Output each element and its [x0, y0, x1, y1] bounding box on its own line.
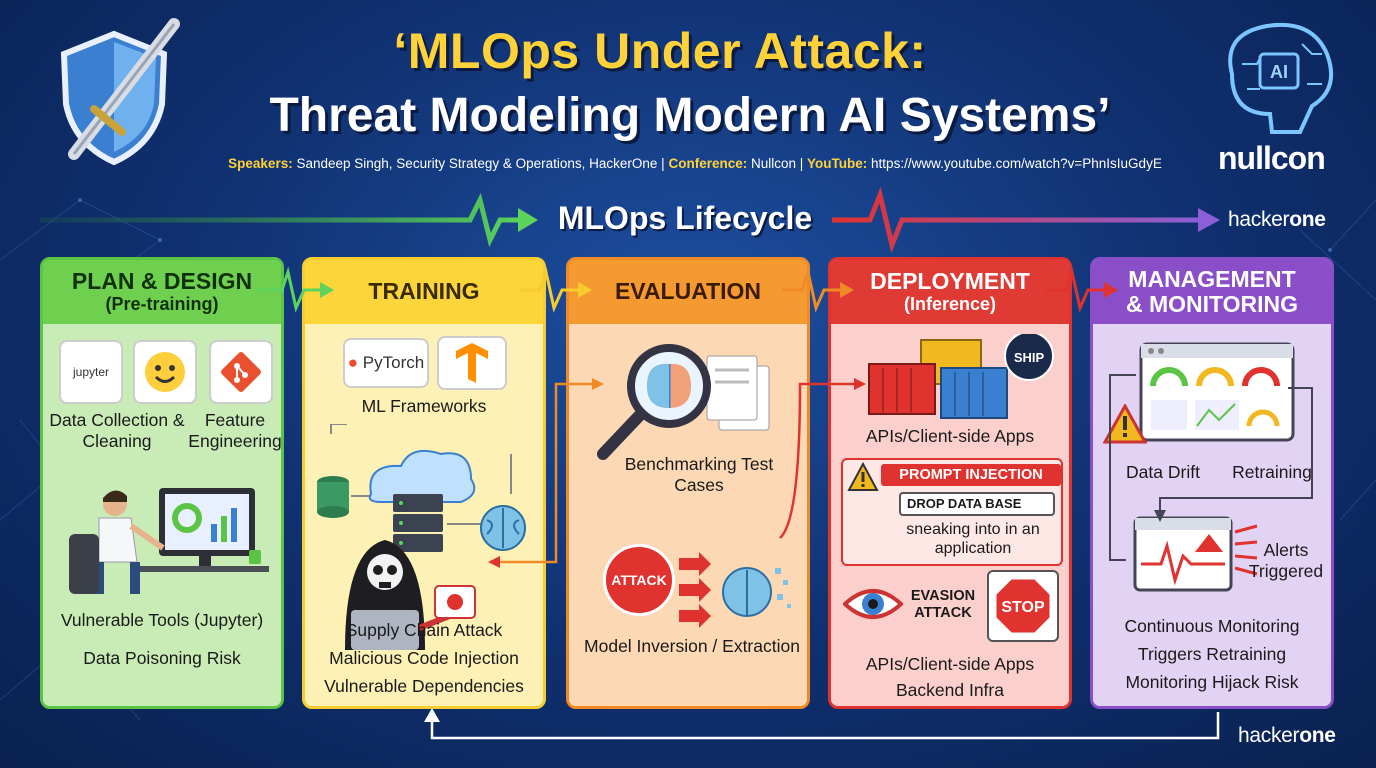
- prompt-injection-title: PROMPT INJECTION: [881, 464, 1061, 486]
- speakers-label: Speakers:: [228, 156, 293, 171]
- title-line-2: Threat Modeling Modern AI Systems’: [269, 89, 1111, 142]
- pytorch-icon: ● PyTorch: [343, 338, 429, 388]
- stage-deployment: DEPLOYMENT (Inference) SHIP APIs/Client-…: [828, 257, 1072, 709]
- hackerone-top-a: hacker: [1228, 208, 1290, 231]
- stage-management-title-2: & MONITORING: [1125, 291, 1299, 317]
- dashboard-icon: [1139, 342, 1295, 442]
- model-inversion-illustration: [679, 552, 791, 628]
- pytorch-label: PyTorch: [362, 353, 425, 372]
- feature-engineering-label: Feature Engineering: [188, 410, 282, 451]
- stage-deployment-subtitle: (Inference): [903, 293, 997, 314]
- stage-management-title-1: MANAGEMENT: [1128, 265, 1296, 292]
- hugging-face-icon: [133, 340, 197, 404]
- speaker-info: Speakers: Sandeep Singh, Security Strate…: [190, 156, 1200, 171]
- evasion-attack-label: EVASION ATTACK: [910, 588, 976, 621]
- hackerone-bottom-b: one: [1299, 724, 1336, 747]
- risk-triggers-retraining: Triggers Retraining: [1137, 644, 1287, 664]
- shield-sword-icon: [60, 18, 180, 166]
- stage-plan-subtitle: (Pre-training): [105, 293, 219, 314]
- stage-training: TRAINING ● PyTorch ML Frameworks: [302, 257, 546, 709]
- stage-management-header: MANAGEMENT & MONITORING: [1093, 260, 1331, 324]
- eye-icon: [843, 589, 903, 619]
- risk-continuous-monitoring: Continuous Monitoring: [1124, 616, 1300, 636]
- conference-value: Nullcon |: [750, 156, 804, 171]
- retraining-label: Retraining: [1232, 462, 1312, 482]
- stage-training-title: TRAINING: [368, 278, 480, 305]
- stage-training-header: TRAINING: [305, 260, 543, 324]
- header: ‘MLOps Under Attack: Threat Modeling Mod…: [0, 0, 1376, 200]
- risk-malicious-code: Malicious Code Injection: [329, 648, 519, 668]
- stage-evaluation-header: EVALUATION: [569, 260, 807, 324]
- risk-data-poisoning: Data Poisoning Risk: [83, 648, 241, 668]
- lifecycle-label: MLOps Lifecycle: [557, 200, 813, 236]
- stage-plan-header: PLAN & DESIGN (Pre-training): [43, 260, 281, 324]
- warning-drift-icon: [1103, 404, 1147, 444]
- jupyter-label: jupyter: [72, 365, 110, 379]
- stop-text: STOP: [1001, 599, 1045, 616]
- jupyter-icon: jupyter: [59, 340, 123, 404]
- stop-sign-icon: STOP: [993, 576, 1053, 636]
- nullcon-logo: nullcon: [1218, 140, 1326, 176]
- risk-model-inversion: Model Inversion / Extraction: [584, 636, 800, 656]
- title-line-1: ‘MLOps Under Attack:: [393, 23, 927, 79]
- attack-badge: ATTACK: [603, 544, 675, 616]
- hacker-skull-icon: [345, 540, 476, 650]
- data-scientist-illustration: [69, 488, 269, 594]
- alert-monitor-icon: [1133, 516, 1233, 592]
- data-drift-label: Data Drift: [1126, 462, 1200, 482]
- youtube-link[interactable]: https://www.youtube.com/watch?v=PhnIsIuG…: [871, 156, 1162, 171]
- risk-monitoring-hijack: Monitoring Hijack Risk: [1125, 672, 1299, 692]
- magnifier-brain-icon: [597, 344, 770, 460]
- sneaking-label: sneaking into in an application: [906, 521, 1040, 558]
- benchmarking-label: Benchmarking Test Cases: [624, 454, 774, 495]
- speakers-value: Sandeep Singh, Security Strategy & Opera…: [296, 156, 665, 171]
- hackerone-top-b: one: [1289, 208, 1326, 231]
- stage-management: MANAGEMENT & MONITORING Data Drift Retra…: [1090, 257, 1334, 709]
- ai-badge-text: AI: [1270, 62, 1288, 82]
- ml-frameworks-label: ML Frameworks: [361, 396, 487, 416]
- stage-deployment-header: DEPLOYMENT (Inference): [831, 260, 1069, 324]
- risk-vulnerable-deps: Vulnerable Dependencies: [324, 676, 524, 696]
- deployment-apis-label-2: APIs/Client-side Apps: [865, 654, 1035, 674]
- alert-signal-icon: [1234, 524, 1258, 576]
- conference-label: Conference:: [668, 156, 748, 171]
- hackerone-bottom-a: hacker: [1238, 724, 1300, 747]
- stage-plan-title: PLAN & DESIGN: [71, 268, 253, 295]
- warning-icon: [847, 462, 879, 491]
- data-collection-label: Data Collection & Cleaning: [49, 410, 185, 451]
- git-icon: [209, 340, 273, 404]
- alerts-triggered-label: Alerts Triggered: [1248, 540, 1324, 581]
- stage-plan-design: PLAN & DESIGN (Pre-training) jupyter Dat…: [40, 257, 284, 709]
- stage-deployment-title: DEPLOYMENT: [870, 268, 1030, 295]
- risk-vulnerable-tools: Vulnerable Tools (Jupyter): [60, 610, 264, 630]
- risk-supply-chain: Supply Chain Attack: [345, 620, 503, 640]
- stage-evaluation: EVALUATION Benchmarking Test Cases ATTAC…: [566, 257, 810, 709]
- ship-badge-text: SHIP: [1014, 350, 1045, 365]
- stop-sign-tile: STOP: [987, 570, 1059, 642]
- drop-database-input: DROP DATA BASE: [899, 492, 1055, 516]
- prompt-injection-panel: PROMPT INJECTION DROP DATA BASE sneaking…: [841, 458, 1063, 566]
- backend-infra-label: Backend Infra: [896, 680, 1004, 700]
- youtube-label: YouTube:: [807, 156, 868, 171]
- hackerone-logo-bottom: hackerone: [1238, 724, 1336, 748]
- tensorflow-icon: [437, 336, 507, 390]
- stage-evaluation-title: EVALUATION: [614, 278, 762, 305]
- containers-icon: SHIP: [868, 334, 1054, 419]
- hackerone-logo-top: hackerone: [1228, 208, 1326, 232]
- ai-brain-icon: AI: [1228, 22, 1334, 134]
- deployment-apis-label: APIs/Client-side Apps: [865, 426, 1035, 446]
